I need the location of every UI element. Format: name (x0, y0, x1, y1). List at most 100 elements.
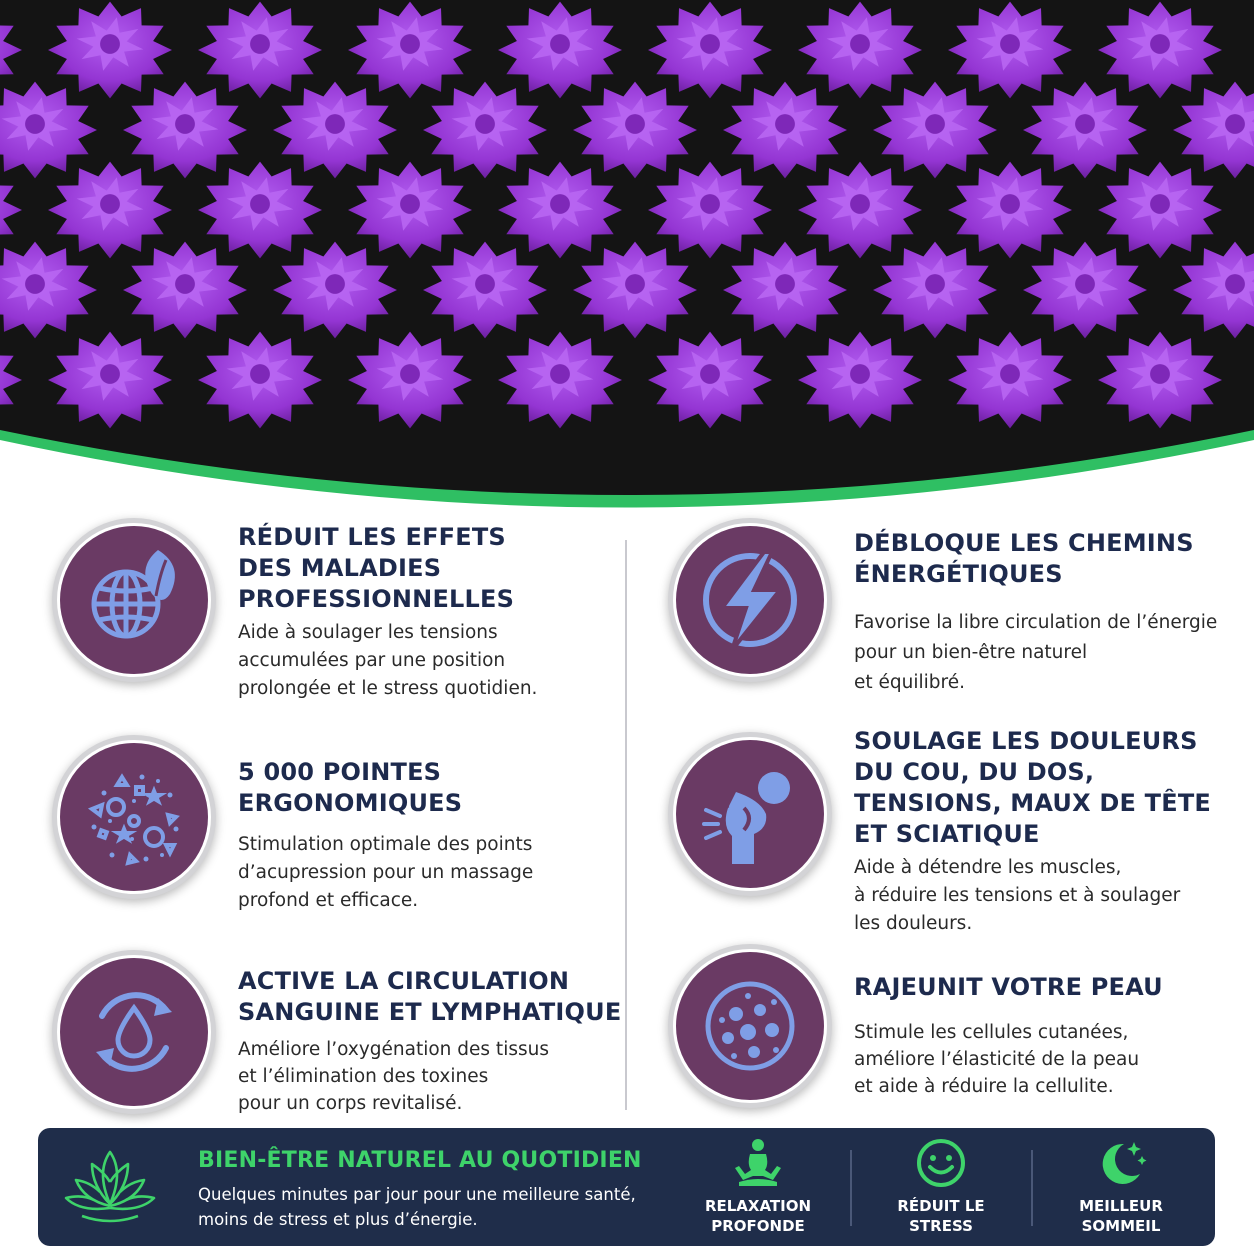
lotus-icon (64, 1150, 156, 1223)
feature-desc-line: Stimulation optimale des points (238, 834, 533, 855)
acupressure-spike (948, 331, 1072, 429)
feature-desc-line: Favorise la libre circulation de l’énerg… (854, 612, 1218, 633)
acupressure-spike (0, 81, 97, 179)
feature-desc-line: les douleurs. (854, 913, 973, 934)
acupressure-spike (48, 1, 172, 99)
circulation-drop-icon (96, 992, 172, 1072)
banner-separator (850, 1150, 852, 1226)
acupressure-spike (948, 161, 1072, 259)
skin-cells-icon (705, 981, 795, 1071)
back-pain-icon (702, 772, 790, 864)
acupressure-spike (348, 1, 472, 99)
smiley-icon (917, 1139, 965, 1187)
acupressure-spike (498, 161, 622, 259)
feature-title-line: PROFESSIONNELLES (238, 585, 515, 613)
acupressure-spike (198, 331, 322, 429)
acupressure-spike (648, 331, 772, 429)
acupressure-spike (498, 331, 622, 429)
badge-label: RÉDUIT LE STRESS (897, 1197, 985, 1235)
feature-title-line: ERGONOMIQUES (238, 789, 463, 817)
acupressure-spike (123, 81, 247, 179)
badge-stress: RÉDUIT LE STRESS (871, 1136, 1011, 1240)
feature-icon-badge (52, 518, 216, 682)
feature-desc-line: et l’élimination des toxines (238, 1066, 489, 1087)
mat-fabric (0, 0, 1254, 495)
feature-desc-line: à réduire les tensions et à soulager (854, 885, 1181, 906)
acupressure-spike (348, 331, 472, 429)
acupressure-spike (48, 331, 172, 429)
acupressure-spike (423, 81, 547, 179)
feature-icon-badge (52, 735, 216, 899)
acupressure-spike (873, 241, 997, 339)
moon-stars-icon (1102, 1142, 1147, 1184)
badge-label: RELAXATION PROFONDE (704, 1197, 812, 1235)
acupressure-spike (648, 1, 772, 99)
acupressure-spike (198, 161, 322, 259)
feature-icon-badge (52, 950, 216, 1114)
feature-desc-line: profond et efficace. (238, 890, 419, 911)
feature-icon-badge (668, 518, 832, 682)
acupressure-spike (723, 81, 847, 179)
feature-desc-line: et équilibré. (854, 672, 965, 693)
feature-desc-line: améliore l’élasticité de la peau (854, 1049, 1140, 1070)
acupressure-spike (1098, 161, 1222, 259)
hero-mat-image (0, 0, 1254, 520)
meditation-icon (735, 1139, 781, 1186)
acupressure-spike (0, 241, 97, 339)
globe-leaf-icon (91, 550, 175, 639)
feature-icon-badge (668, 944, 832, 1108)
feature-icon-badge (668, 732, 832, 896)
acupressure-spike (723, 241, 847, 339)
feature-title-line: ÉNERGÉTIQUES (854, 560, 1063, 588)
acupressure-spike (1098, 331, 1222, 429)
acupressure-spike (873, 81, 997, 179)
banner-separator (1031, 1150, 1033, 1226)
feature-desc-line: accumulées par une position (238, 650, 506, 671)
lightning-bolt-icon (703, 550, 797, 652)
banner-desc-line: moins de stress et plus d’énergie. (198, 1210, 478, 1229)
feature-desc-line: pour un bien-être naturel (854, 642, 1088, 663)
banner-description: Quelques minutes par jour pour une meill… (198, 1182, 698, 1232)
feature-title-line: SANGUINE ET LYMPHATIQUE (238, 998, 622, 1026)
feature-desc-line: d’acupression pour un massage (238, 862, 534, 883)
acupressure-spike (498, 1, 622, 99)
acupressure-spike (948, 1, 1072, 99)
acupressure-spike (1023, 81, 1147, 179)
shapes-points-icon (87, 773, 180, 866)
banner-title: BIEN-ÊTRE NATUREL AU QUOTIDIEN (198, 1148, 642, 1173)
feature-title-line: ACTIVE LA CIRCULATION (238, 967, 570, 995)
acupressure-spike (573, 81, 697, 179)
acupressure-spike (1173, 241, 1254, 339)
feature-title-line: DES MALADIES (238, 554, 442, 582)
acupressure-spike (198, 1, 322, 99)
wellbeing-banner: BIEN-ÊTRE NATUREL AU QUOTIDIEN Quelques … (38, 1128, 1215, 1246)
feature-title-line: 5 000 POINTES (238, 758, 442, 786)
acupressure-spike (48, 161, 172, 259)
feature-desc-line: Stimule les cellules cutanées, (854, 1022, 1129, 1043)
acupressure-spike (798, 1, 922, 99)
feature-title-line: ET SCIATIQUE (854, 820, 1040, 848)
badge-label: MEILLEUR SOMMEIL (1079, 1197, 1163, 1235)
feature-desc-line: Aide à soulager les tensions (238, 622, 498, 643)
feature-title-line: SOULAGE LES DOULEURS (854, 727, 1198, 755)
acupressure-spike (123, 241, 247, 339)
banner-desc-line: Quelques minutes par jour pour une meill… (198, 1185, 636, 1204)
feature-desc-line: et aide à réduire la cellulite. (854, 1076, 1114, 1097)
feature-title-line: TENSIONS, MAUX DE TÊTE (854, 789, 1211, 817)
feature-title-line: DU COU, DU DOS, (854, 758, 1095, 786)
feature-desc-line: prolongée et le stress quotidien. (238, 678, 538, 699)
acupressure-spike (273, 241, 397, 339)
acupressure-spike (273, 81, 397, 179)
acupressure-spike (798, 331, 922, 429)
acupressure-spike (423, 241, 547, 339)
acupressure-spike (648, 161, 772, 259)
feature-title-line: RAJEUNIT VOTRE PEAU (854, 973, 1163, 1001)
acupressure-spike (1173, 81, 1254, 179)
column-divider (625, 540, 627, 1110)
acupressure-spike (573, 241, 697, 339)
badge-sleep: MEILLEUR SOMMEIL (1051, 1136, 1191, 1240)
feature-title-line: DÉBLOQUE LES CHEMINS (854, 529, 1194, 557)
acupressure-spike (1023, 241, 1147, 339)
feature-desc-line: pour un corps revitalisé. (238, 1093, 463, 1114)
badge-relaxation: RELAXATION PROFONDE (688, 1136, 828, 1240)
